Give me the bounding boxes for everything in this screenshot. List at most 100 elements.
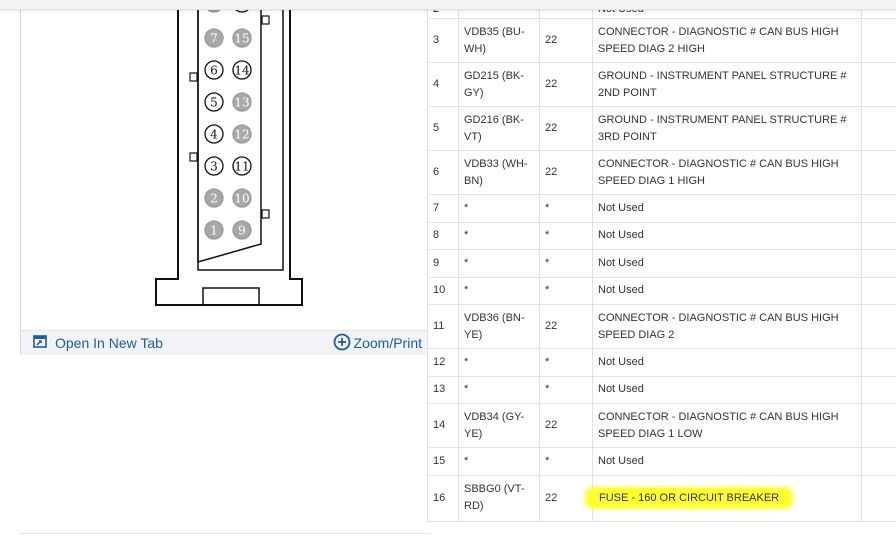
circuit-cell: * xyxy=(458,194,540,223)
key-tab xyxy=(189,152,198,162)
pin-number: 1 xyxy=(210,224,218,238)
pin-circle xyxy=(232,28,252,48)
open-in-new-tab-button[interactable]: Open In New Tab xyxy=(33,331,163,355)
function-cell: CONNECTOR - DIAGNOSTIC # CAN BUS HIGH SP… xyxy=(592,304,862,349)
extra-cell xyxy=(861,348,896,377)
extra-cell xyxy=(861,18,896,63)
pin-number: 10 xyxy=(234,192,249,206)
key-tab xyxy=(189,72,198,82)
pin-number: 3 xyxy=(210,160,218,174)
pin-circle xyxy=(204,220,224,240)
extra-cell xyxy=(861,221,896,250)
circuit-cell: * xyxy=(458,348,540,377)
pin-number: 11 xyxy=(234,160,249,174)
table-row: 10**Not Used xyxy=(427,276,896,305)
circuit-text: * xyxy=(464,454,469,467)
function-cell: GROUND - INSTRUMENT PANEL STRUCTURE # 2N… xyxy=(592,62,862,107)
gauge-text: 22 xyxy=(545,78,558,90)
function-text: GROUND - INSTRUMENT PANEL STRUCTURE # 2N… xyxy=(598,69,847,99)
gauge-cell: * xyxy=(539,221,593,250)
pin-number: 5 xyxy=(210,96,218,110)
zoom-print-label: Zoom/Print xyxy=(353,335,422,351)
gauge-cell: 22 xyxy=(539,106,593,151)
function-text: Not Used xyxy=(598,229,644,242)
pin-number: 7 xyxy=(210,32,218,46)
gauge-text: * xyxy=(545,355,550,368)
circuit-text: * xyxy=(464,355,469,368)
function-cell: Not Used xyxy=(592,194,862,223)
function-text: CONNECTOR - DIAGNOSTIC # CAN BUS HIGH SP… xyxy=(598,157,839,187)
connector-housing-outline xyxy=(155,0,303,306)
circuit-cell: VDB34 (GY-YE) xyxy=(458,403,540,448)
pin-number: 12 xyxy=(234,128,249,142)
circuit-text: VDB35 (BU-WH) xyxy=(464,25,525,55)
circuit-text: GD216 (BK-VT) xyxy=(464,113,524,143)
function-cell: FUSE - 160 OR CIRCUIT BREAKER xyxy=(587,474,862,522)
pin-number-cell: 13 xyxy=(427,375,459,404)
circuit-text: VDB34 (GY-YE) xyxy=(464,410,525,440)
circuit-cell: GD216 (BK-VT) xyxy=(458,106,540,151)
circuit-cell: VDB35 (BU-WH) xyxy=(458,18,540,63)
pin-number-cell: 6 xyxy=(427,150,459,195)
function-text: FUSE - 160 OR CIRCUIT BREAKER xyxy=(587,488,792,507)
pin-number-cell: 4 xyxy=(427,62,459,107)
gauge-text: * xyxy=(545,256,550,269)
pin-number-text: 9 xyxy=(433,256,440,269)
circuit-cell: VDB36 (BN-YE) xyxy=(458,304,540,349)
pin-number: 15 xyxy=(234,32,249,46)
gauge-cell: * xyxy=(539,249,593,278)
function-cell: CONNECTOR - DIAGNOSTIC # CAN BUS HIGH SP… xyxy=(592,18,862,63)
circuit-text: * xyxy=(464,284,469,297)
pin-number-text: 6 xyxy=(433,166,440,178)
gauge-text: * xyxy=(545,229,550,242)
gauge-cell: * xyxy=(539,194,593,223)
pin-number-text: 13 xyxy=(433,383,446,396)
pin-circle xyxy=(232,156,252,176)
extra-cell xyxy=(861,474,896,522)
gauge-cell: * xyxy=(539,276,593,305)
function-cell: CONNECTOR - DIAGNOSTIC # CAN BUS HIGH SP… xyxy=(592,150,862,195)
pin-number-text: 3 xyxy=(433,34,440,46)
pin-number-cell: 11 xyxy=(427,304,459,349)
function-cell: Not Used xyxy=(592,276,862,305)
pin-circle xyxy=(204,188,224,208)
pin-number-text: 14 xyxy=(433,419,446,431)
top-bar xyxy=(0,0,896,10)
circuit-cell: VDB33 (WH-BN) xyxy=(458,150,540,195)
diagram-toolbar: Open In New Tab Zoom/Print xyxy=(21,330,427,355)
panel-bottom-divider xyxy=(20,533,430,534)
circuit-cell: * xyxy=(458,276,540,305)
pin-number-text: 7 xyxy=(433,201,440,214)
circuit-text: SBBG0 (VT-RD) xyxy=(464,483,525,512)
pin-number-cell: 5 xyxy=(427,106,459,151)
gauge-text: * xyxy=(545,383,550,396)
gauge-text: 22 xyxy=(545,122,558,134)
zoom-print-button[interactable]: Zoom/Print xyxy=(333,331,422,355)
gauge-cell: * xyxy=(539,447,593,476)
pin-number-cell: 8 xyxy=(427,221,459,250)
circuit-cell: SBBG0 (VT-RD) xyxy=(458,474,540,522)
pin-number: 2 xyxy=(210,192,218,206)
gauge-cell: 22 xyxy=(539,304,593,349)
pin-number-cell: 3 xyxy=(427,18,459,63)
function-text: Not Used xyxy=(598,201,644,214)
circuit-text: * xyxy=(464,256,469,269)
extra-cell xyxy=(861,447,896,476)
table-row: 7 ** Not Used xyxy=(427,194,896,223)
pin-number-text: 10 xyxy=(433,284,446,297)
pin-number-text: 8 xyxy=(433,229,440,242)
pin-number-text: 15 xyxy=(433,454,446,467)
pin-number-cell: 7 xyxy=(427,194,459,223)
table-row: 13**Not Used xyxy=(427,375,896,404)
extra-cell xyxy=(861,276,896,305)
gauge-cell: 22 xyxy=(539,18,593,63)
key-tab xyxy=(261,15,270,25)
pin-number-cell: 9 xyxy=(427,249,459,278)
gauge-text: 22 xyxy=(545,320,558,332)
gauge-text: 22 xyxy=(545,166,558,178)
open-in-new-tab-label: Open In New Tab xyxy=(55,335,163,351)
